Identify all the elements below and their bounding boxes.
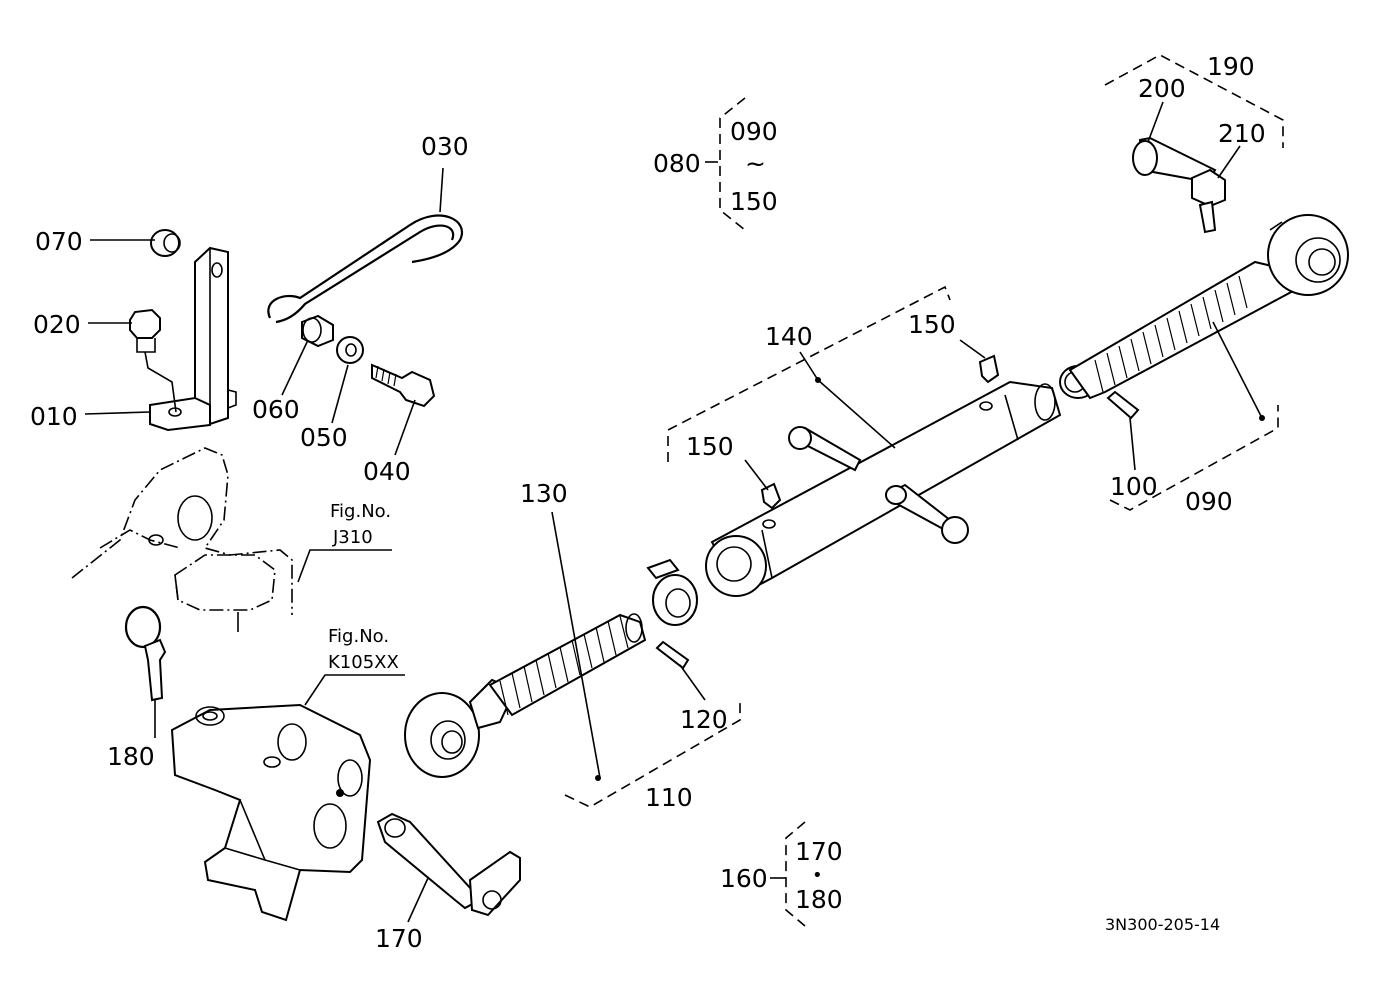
fig-ref-j310-line1: Fig.No. [330,501,391,522]
label-100: 100 [1110,472,1158,501]
label-020: 020 [33,310,81,339]
label-070: 070 [35,227,83,256]
label-110: 110 [645,783,693,812]
label-170-bracket: 170 [795,837,843,866]
grease-nipple-150-mid [760,482,782,529]
pin-100 [1106,390,1140,420]
label-090-group: 090 [1185,487,1233,516]
lock-nut [646,558,698,626]
label-050: 050 [300,423,348,452]
label-200: 200 [1138,74,1186,103]
drawing-code: 3N300-205-14 [1105,915,1220,934]
frame-ghost-outline [71,447,293,632]
nut-070 [150,229,181,257]
bolt-040 [371,363,436,408]
leader-dots [336,377,1265,797]
label-160: 160 [720,864,768,893]
label-010: 010 [30,402,78,431]
label-030: 030 [421,132,469,161]
clip-210 [1191,168,1226,234]
washer-050 [336,336,364,364]
group-bracket-140 [667,285,951,462]
pin-120 [655,640,690,670]
wire-pin-030 [267,214,463,324]
fig-ref-k105-line2: K105XX [328,652,399,673]
rod-end-130 [404,613,647,778]
label-040: 040 [363,457,411,486]
label-060: 060 [252,395,300,424]
grease-nipple-150-top [978,354,1000,411]
bolt-020 [129,308,177,413]
label-150-mid: 150 [686,432,734,461]
collar-060 [301,314,334,348]
leader-lines [84,101,1263,923]
label-120: 120 [680,705,728,734]
label-dot: • [812,865,823,886]
fig-ref-k105-line1: Fig.No. [328,626,389,647]
label-150-top: 150 [908,310,956,339]
label-170: 170 [375,924,423,953]
hitch-bracket [170,703,372,922]
label-080: 080 [653,149,701,178]
fig-ref-j310-line2: J310 [332,527,373,548]
label-tilde: ~ [745,149,766,178]
group-bracket-110 [564,702,741,808]
pin-170 [376,812,521,917]
bracket-010 [149,246,237,432]
label-180: 180 [107,742,155,771]
label-140: 140 [765,322,813,351]
label-150-bracket: 150 [730,187,778,216]
label-190: 190 [1207,52,1255,81]
label-090-bracket: 090 [730,117,778,146]
label-210: 210 [1218,119,1266,148]
group-bracket-080 [719,97,746,231]
rod-end-090 [1059,214,1349,400]
sleeve-140 [705,380,1062,597]
label-180-bracket: 180 [795,885,843,914]
group-bracket-190 [1104,54,1284,148]
label-130: 130 [520,479,568,508]
ring-pin-180 [124,605,167,702]
callout-labels: 070 020 010 030 060 050 040 Fig.No. J310… [30,52,1266,953]
